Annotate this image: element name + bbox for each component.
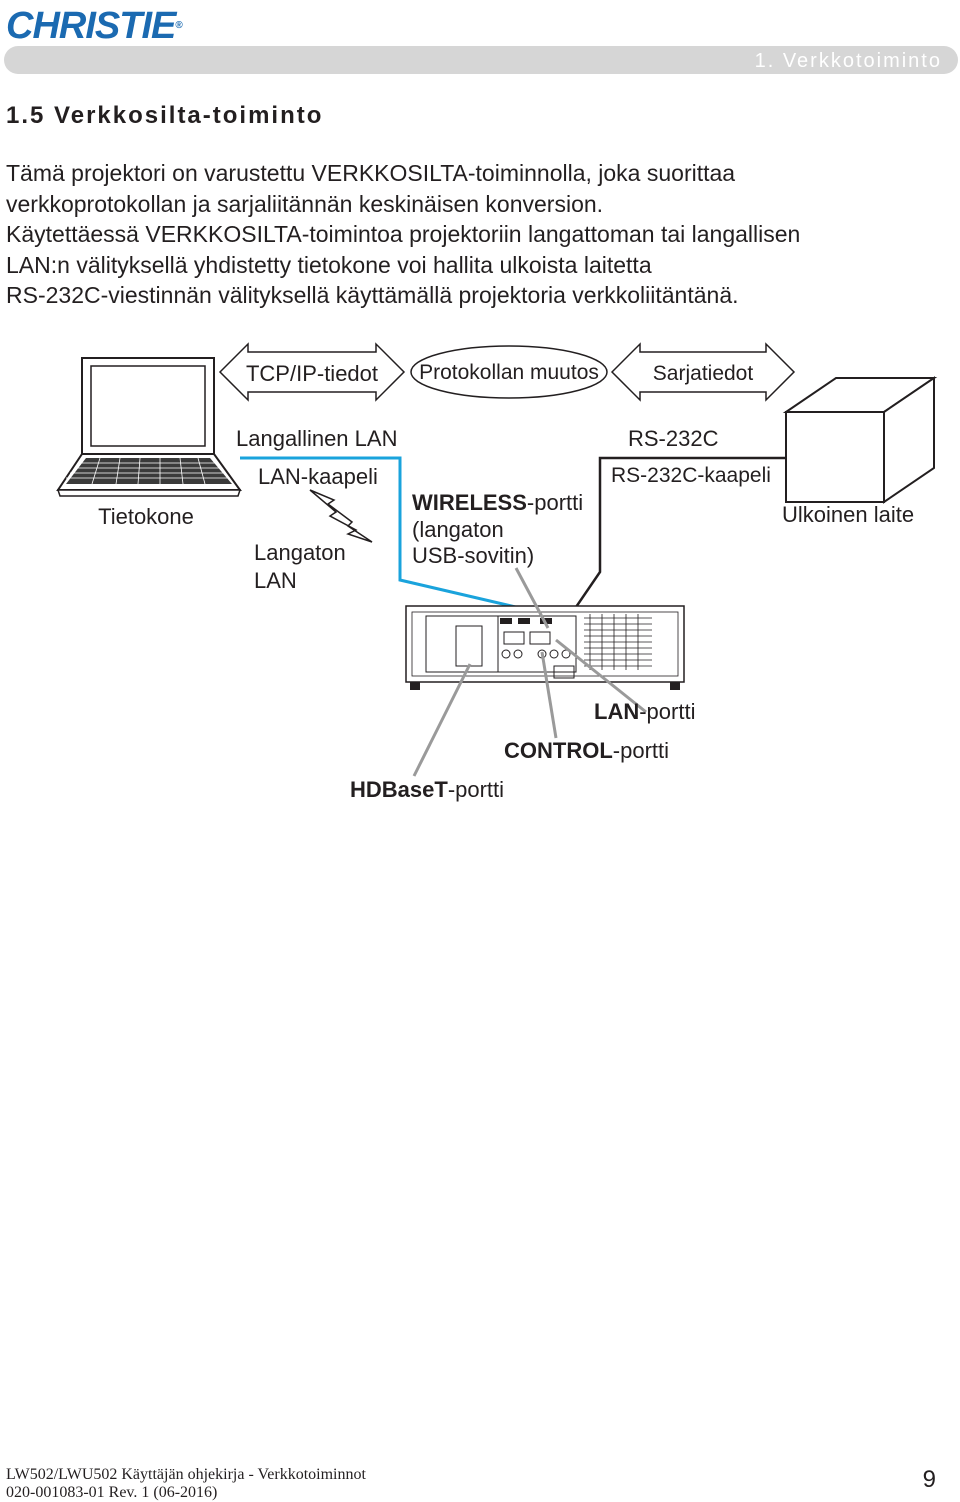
- hdbaset-port-leader: [412, 663, 472, 777]
- wireless-lan-label: Langaton LAN: [254, 540, 352, 593]
- intro-line: Käytettäessä VERKKOSILTA-toimintoa proje…: [6, 221, 801, 247]
- wireless-port-label: WIRELESS-portti (langaton USB-sovitin): [412, 490, 589, 568]
- intro-line: LAN:n välityksellä yhdistetty tietokone …: [6, 251, 652, 278]
- section-title: 1.5 Verkkosilta-toiminto: [6, 102, 324, 129]
- laptop-icon: [56, 357, 242, 497]
- tcpip-label: TCP/IP-tiedot: [246, 361, 378, 386]
- hdbaset-port-label: HDBaseT-portti: [350, 777, 504, 802]
- wireless-port-leader: [514, 567, 550, 629]
- page-number: 9: [922, 1466, 936, 1493]
- rs232c-cable-label: RS-232C-kaapeli: [611, 464, 771, 487]
- wireless-signal-icon: [309, 489, 373, 543]
- christie-logo: CHRISTIE®: [6, 5, 183, 47]
- protocol-ellipse: [410, 345, 608, 399]
- lan-port-label: LAN-portti: [594, 699, 695, 724]
- lan-port-leader: [555, 638, 647, 714]
- serial-label: Sarjatiedot: [653, 362, 754, 385]
- manual-title: LW502/LWU502 Käyttäjän ohjekirja - Verkk…: [6, 1466, 366, 1483]
- control-port-leader: [540, 651, 558, 739]
- network-bridge-diagram: TCP/IP-tiedot Protokollan muutos Sarjati…: [56, 342, 938, 802]
- tcpip-double-arrow: [218, 342, 406, 402]
- chapter-label: 1. Verkkotoiminto: [754, 50, 942, 72]
- footer: LW502/LWU502 Käyttäjän ohjekirja - Verkk…: [6, 1466, 366, 1502]
- intro-paragraph: Tämä projektori on varustettu VERKKOSILT…: [6, 158, 946, 311]
- rs232c-label: RS-232C: [628, 426, 719, 451]
- intro-line: Tämä projektori on varustettu VERKKOSILT…: [6, 160, 736, 186]
- intro-line: RS-232C-viestinnän välityksellä käyttämä…: [6, 282, 739, 308]
- serial-double-arrow: [610, 342, 796, 402]
- external-device-label: Ulkoinen laite: [782, 502, 914, 527]
- wired-lan-label: Langallinen LAN: [236, 426, 397, 451]
- lan-cable-label: LAN-kaapeli: [258, 464, 378, 489]
- computer-label: Tietokone: [98, 504, 194, 529]
- doc-number: 020-001083-01 Rev. 1 (06-2016): [6, 1484, 218, 1501]
- protocol-label: Protokollan muutos: [419, 361, 599, 384]
- header-bar: 1. Verkkotoiminto: [4, 46, 958, 74]
- intro-line: verkkoprotokollan ja sarjaliitännän kesk…: [6, 190, 604, 217]
- control-port-label: CONTROL-portti: [504, 738, 669, 763]
- external-device-icon: [782, 376, 938, 504]
